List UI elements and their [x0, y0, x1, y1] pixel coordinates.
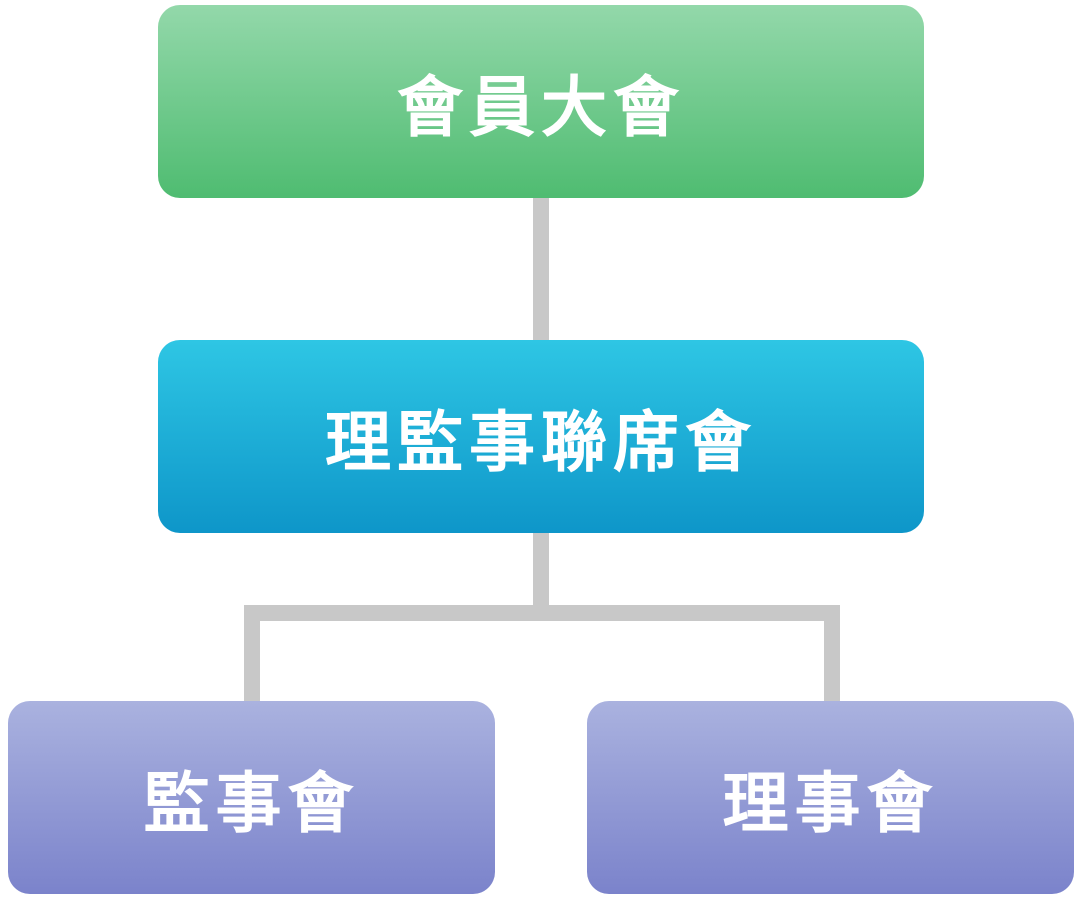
- node-supervisors-board-label: 監事會: [143, 764, 360, 842]
- connector-top-to-middle: [533, 198, 549, 340]
- connector-horizontal-bar: [244, 605, 840, 621]
- node-directors-board-label: 理事會: [722, 764, 939, 842]
- node-joint-board-label: 理監事聯席會: [325, 403, 757, 481]
- node-supervisors-board: 監事會: [8, 701, 495, 894]
- node-directors-board: 理事會: [587, 701, 1074, 894]
- node-general-assembly-label: 會員大會: [397, 68, 685, 146]
- connector-left-drop: [244, 605, 260, 701]
- connector-right-drop: [824, 605, 840, 701]
- node-general-assembly: 會員大會: [158, 5, 924, 198]
- connector-middle-stem: [533, 533, 549, 609]
- node-joint-board: 理監事聯席會: [158, 340, 924, 533]
